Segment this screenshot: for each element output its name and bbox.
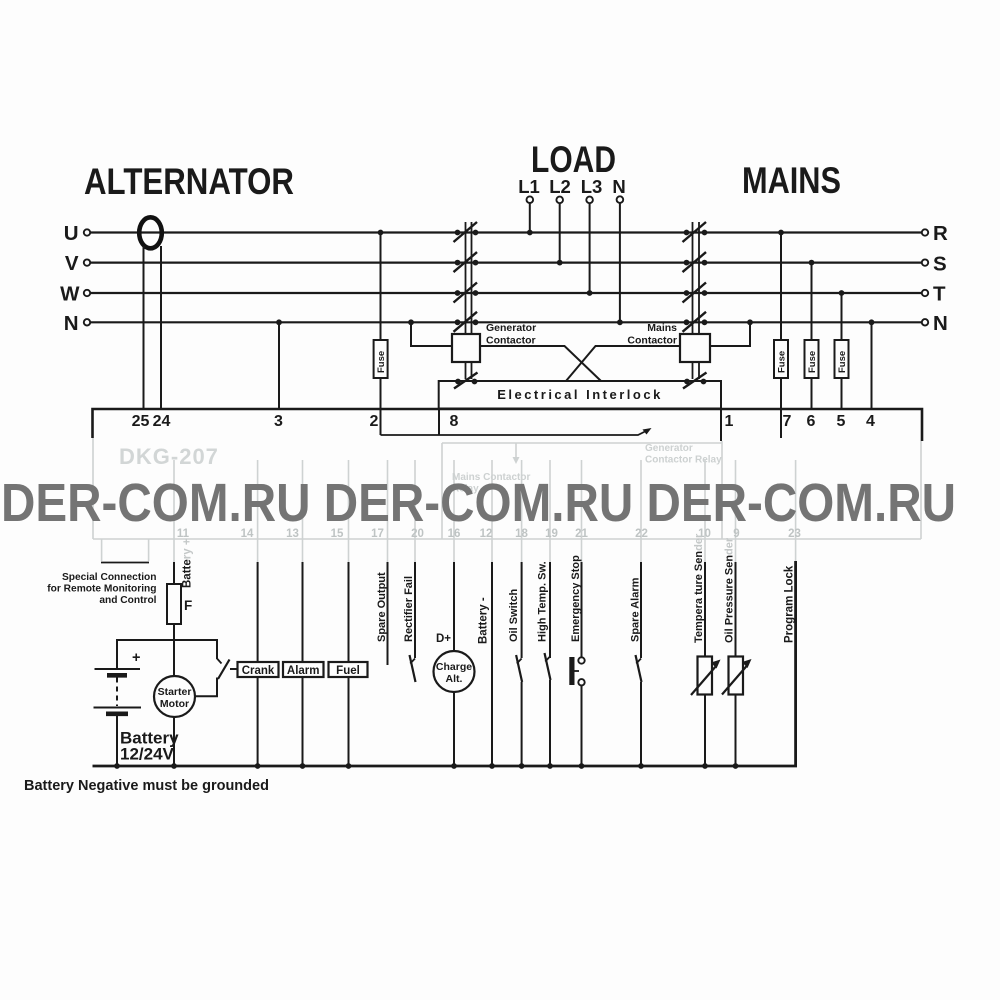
svg-text:24: 24 — [153, 413, 171, 430]
svg-text:Fuse: Fuse — [837, 351, 848, 373]
svg-text:V: V — [65, 252, 79, 275]
svg-text:Contactor: Contactor — [627, 335, 677, 347]
svg-text:21: 21 — [575, 528, 588, 540]
svg-text:and Control: and Control — [99, 595, 156, 606]
svg-text:Generator: Generator — [645, 443, 693, 454]
svg-text:18: 18 — [515, 528, 528, 540]
svg-text:Charge: Charge — [436, 661, 472, 673]
svg-text:ALTERNATOR: ALTERNATOR — [84, 161, 294, 202]
svg-text:Program Lock: Program Lock — [784, 565, 796, 643]
svg-text:10: 10 — [698, 528, 711, 540]
svg-text:17: 17 — [371, 528, 384, 540]
svg-text:Rectifier Fail: Rectifier Fail — [403, 576, 415, 642]
svg-text:12/24V: 12/24V — [120, 745, 175, 764]
svg-text:13: 13 — [286, 528, 299, 540]
svg-text:Motor: Motor — [160, 698, 189, 710]
svg-text:Emergency Stop: Emergency Stop — [570, 555, 582, 642]
svg-text:Fuse: Fuse — [777, 351, 788, 373]
svg-text:Contactor: Contactor — [486, 335, 536, 347]
svg-text:Contactor Relay: Contactor Relay — [645, 455, 722, 466]
svg-text:Generator: Generator — [486, 322, 536, 334]
svg-text:Spare Output: Spare Output — [376, 572, 388, 642]
svg-text:for Remote Monitoring: for Remote Monitoring — [47, 584, 156, 595]
svg-text:6: 6 — [807, 413, 816, 430]
svg-text:DKG-207: DKG-207 — [119, 444, 219, 469]
svg-text:Fuse: Fuse — [376, 351, 387, 373]
svg-text:Special Connection: Special Connection — [62, 572, 157, 583]
svg-text:19: 19 — [545, 528, 558, 540]
svg-text:11: 11 — [177, 528, 190, 540]
svg-text:Oil Switch: Oil Switch — [508, 589, 520, 642]
svg-text:N: N — [64, 312, 79, 335]
svg-text:Fuse: Fuse — [807, 351, 818, 373]
svg-text:8: 8 — [450, 413, 459, 430]
svg-text:U: U — [64, 222, 79, 245]
svg-text:25: 25 — [132, 413, 150, 430]
svg-text:R: R — [933, 222, 948, 245]
svg-text:1: 1 — [725, 413, 734, 430]
svg-text:16: 16 — [448, 528, 461, 540]
svg-text:D+: D+ — [436, 633, 451, 645]
svg-text:Crank: Crank — [242, 665, 275, 677]
svg-text:N: N — [612, 176, 625, 197]
svg-text:23: 23 — [788, 528, 801, 540]
svg-text:Relay: Relay — [452, 484, 479, 495]
svg-text:Battery Negative must be groun: Battery Negative must be grounded — [24, 778, 269, 794]
svg-text:Mains: Mains — [647, 322, 677, 334]
svg-text:Fuel: Fuel — [336, 665, 360, 677]
svg-text:Mains Contactor: Mains Contactor — [452, 472, 530, 483]
svg-text:5: 5 — [837, 413, 846, 430]
svg-text:Electrical Interlock: Electrical Interlock — [497, 387, 663, 402]
svg-text:14: 14 — [241, 528, 254, 540]
svg-text:20: 20 — [411, 528, 424, 540]
svg-text:Spare Alarm: Spare Alarm — [630, 577, 642, 642]
svg-text:7: 7 — [783, 413, 792, 430]
svg-text:22: 22 — [635, 528, 648, 540]
svg-text:Battery: Battery — [120, 729, 179, 748]
svg-text:Oil Pressure Sender: Oil Pressure Sender — [724, 537, 736, 643]
svg-text:4: 4 — [866, 413, 875, 430]
svg-text:T: T — [933, 283, 946, 306]
svg-text:Starter: Starter — [158, 686, 192, 698]
svg-text:3: 3 — [274, 413, 283, 430]
svg-text:LOAD: LOAD — [531, 139, 616, 180]
svg-text:L2: L2 — [549, 176, 571, 197]
svg-text:DER-COM.RU DER-COM.RU DER-COM.: DER-COM.RU DER-COM.RU DER-COM.RU — [1, 473, 956, 533]
svg-text:12: 12 — [480, 528, 493, 540]
svg-text:S: S — [933, 252, 947, 275]
svg-text:Battery -: Battery - — [478, 597, 490, 644]
svg-text:Alarm: Alarm — [287, 665, 320, 677]
svg-text:9: 9 — [733, 528, 739, 540]
svg-text:L3: L3 — [581, 176, 603, 197]
svg-text:Tempera ture Sender: Tempera ture Sender — [693, 533, 705, 643]
svg-text:15: 15 — [331, 528, 344, 540]
svg-text:+: + — [132, 650, 140, 666]
svg-text:F: F — [184, 598, 192, 613]
svg-text:Alt.: Alt. — [446, 673, 463, 685]
svg-text:Battery +: Battery + — [182, 538, 194, 588]
svg-text:2: 2 — [370, 413, 379, 430]
svg-text:High Temp. Sw.: High Temp. Sw. — [537, 561, 549, 642]
svg-text:W: W — [60, 283, 80, 306]
svg-text:L1: L1 — [518, 176, 540, 197]
svg-text:MAINS: MAINS — [742, 160, 841, 201]
svg-text:N: N — [933, 312, 948, 335]
